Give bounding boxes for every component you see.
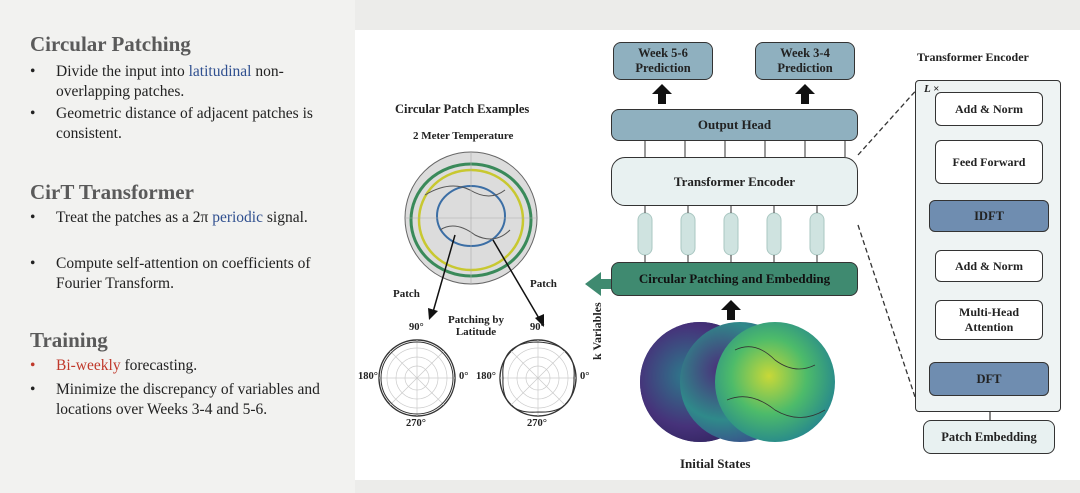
arrow-up-icons xyxy=(652,84,815,320)
section-title-cirt-transformer: CirT Transformer xyxy=(30,180,194,204)
polar-right-bottom: 270° xyxy=(527,418,547,429)
diagram-lines xyxy=(378,80,1051,442)
bullet-text: Compute self-attention on coefficients o… xyxy=(56,255,311,292)
bullet-dot: • xyxy=(30,381,36,398)
polar-plot-right xyxy=(499,339,577,417)
polar-left-top: 90° xyxy=(409,322,424,333)
bullet-dot: • xyxy=(30,255,36,272)
examples-title: Circular Patch Examples xyxy=(395,102,530,116)
patch-label-right: Patch xyxy=(530,278,557,290)
bullet-text-part: signal. xyxy=(262,209,308,226)
patch-arrow-left xyxy=(432,234,456,313)
feed-forward-box: Feed Forward xyxy=(935,140,1043,184)
polar-right-left: 180° xyxy=(476,371,496,382)
bullet-text: Minimize the discrepancy of variables an… xyxy=(56,381,320,418)
bullet-text-part: Treat the patches as a 2π xyxy=(56,209,213,226)
bullet-item: • Divide the input into latitudinal non-… xyxy=(30,62,350,102)
patch-label-left: Patch xyxy=(393,288,420,300)
polar-right-top: 90° xyxy=(530,322,545,333)
patching-by-text: Patching by xyxy=(448,314,504,326)
highlight-periodic: periodic xyxy=(212,209,263,226)
highlight-bi-weekly: Bi-weekly xyxy=(56,357,121,374)
section-title-training: Training xyxy=(30,328,108,352)
patch-embedding-box: Patch Embedding xyxy=(923,420,1055,454)
dft-box: DFT xyxy=(929,362,1049,396)
polar-left-bottom: 270° xyxy=(406,418,426,429)
transformer-encoder-box: Transformer Encoder xyxy=(611,157,858,206)
bullet-text-part: non-overlapping patches. xyxy=(56,63,284,100)
bullet-item: • Minimize the discrepancy of variables … xyxy=(30,380,350,420)
bullet-dot: • xyxy=(30,357,36,374)
initial-states-label: Initial States xyxy=(680,456,751,471)
polar-left-right: 0° xyxy=(459,371,469,382)
bullet-dot: • xyxy=(30,105,36,122)
add-norm-bottom-box: Add & Norm xyxy=(935,250,1043,282)
globe-icon xyxy=(404,151,538,285)
layer-count-label: L × xyxy=(924,83,940,95)
section-title-circular-patching: Circular Patching xyxy=(30,32,191,56)
bullet-item: • Bi-weekly forecasting. xyxy=(30,356,350,376)
bullet-text: Treat the patches as a 2π periodic signa… xyxy=(56,208,356,228)
encoder-detail-frame: L × xyxy=(915,80,1061,412)
polar-left-left: 180° xyxy=(358,371,378,382)
polar-right-right: 0° xyxy=(580,371,590,382)
polar-plot-left xyxy=(378,339,456,417)
idft-box: IDFT xyxy=(929,200,1049,232)
k-variables-label: k Variables xyxy=(590,302,604,360)
bullet-text: Bi-weekly forecasting. xyxy=(56,356,356,376)
bullet-dot: • xyxy=(30,63,36,80)
bullet-text: Divide the input into latitudinal non-ov… xyxy=(56,62,356,102)
multi-head-attention-box: Multi-Head Attention xyxy=(935,300,1043,340)
bullet-item: • Geometric distance of adjacent patches… xyxy=(30,104,350,144)
bullet-dot: • xyxy=(30,209,36,226)
bullet-item: • Compute self-attention on coefficients… xyxy=(30,254,350,294)
encoder-detail-title: Transformer Encoder xyxy=(917,50,1029,64)
token-pills xyxy=(637,212,825,256)
highlight-latitudinal: latitudinal xyxy=(188,63,252,80)
bullet-item: • Treat the patches as a 2π periodic sig… xyxy=(30,208,350,248)
initial-states-globes xyxy=(640,322,835,442)
temperature-label: 2 Meter Temperature xyxy=(413,130,514,142)
patch-arrow-right xyxy=(492,239,541,321)
bullet-text-part: Divide the input into xyxy=(56,63,189,80)
diagram-panel: Circular Patch Examples 2 Meter Temperat… xyxy=(355,30,1080,480)
latitude-text: Latitude xyxy=(455,326,497,338)
arrow-left-icon xyxy=(585,272,617,296)
week-5-6-prediction-box: Week 5-6 Prediction xyxy=(613,42,713,80)
left-text-panel: Circular Patching • Divide the input int… xyxy=(0,0,355,493)
bullet-text-part: forecasting. xyxy=(120,357,198,374)
bullet-text: Geometric distance of adjacent patches i… xyxy=(56,105,313,142)
output-head-box: Output Head xyxy=(611,109,858,141)
circular-patching-box: Circular Patching and Embedding xyxy=(611,262,858,296)
week-3-4-prediction-box: Week 3-4 Prediction xyxy=(755,42,855,80)
add-norm-top-box: Add & Norm xyxy=(935,92,1043,126)
